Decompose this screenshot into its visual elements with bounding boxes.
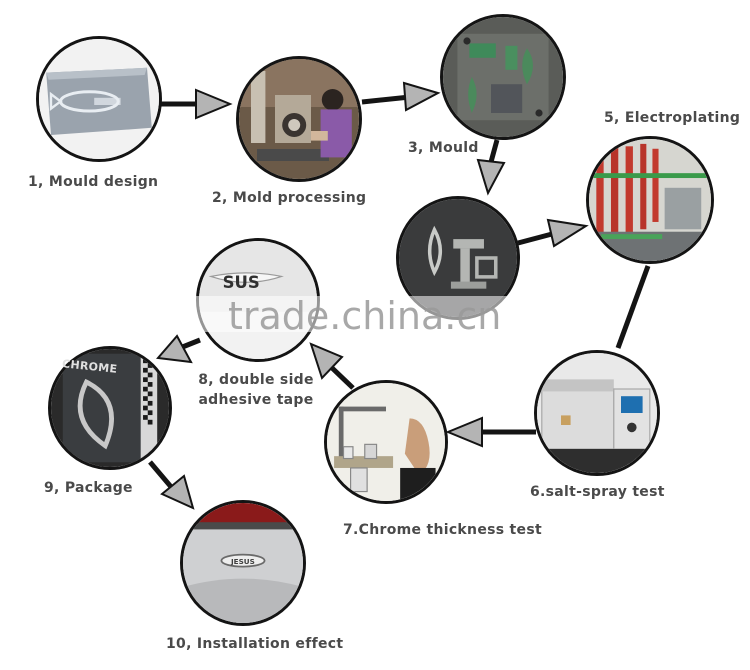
connector-4-5: [517, 231, 553, 246]
connector-5-6: [615, 265, 651, 349]
arrowhead-2-3: [402, 81, 441, 112]
svg-text:SUS: SUS: [223, 273, 260, 292]
step-8-label: 8, double side adhesive tape: [192, 370, 320, 410]
connectors: [148, 81, 651, 510]
step-2-label: 2, Mold processing: [212, 190, 367, 206]
step-3-label: 3, Mould: [408, 140, 479, 156]
step-1-label: 1, Mould design: [28, 174, 159, 190]
connector-7-8: [328, 364, 355, 390]
step-2-photo: [236, 56, 362, 182]
step-7-label: 7.Chrome thickness test: [343, 522, 542, 538]
step-8-label-line-1: 8, double side: [198, 372, 314, 388]
watermark-text: trade.china.cn: [228, 294, 502, 338]
arrowhead-9-10: [160, 474, 195, 510]
step-6-photo: [534, 350, 660, 476]
step-6-label: 6.salt-spray test: [530, 484, 665, 500]
step-5-photo: [586, 136, 714, 264]
arrowhead-8-9: [156, 334, 193, 364]
step-5-label: 5, Electroplating: [604, 110, 741, 126]
step-9-photo: [48, 346, 172, 470]
emblem-text: JESUS: [230, 557, 255, 566]
step-7-photo: [324, 380, 448, 504]
arrowhead-4-5: [546, 218, 589, 248]
arrowhead-6-7: [445, 416, 483, 448]
watermark-band: [170, 296, 510, 332]
arrowhead-1-2: [195, 88, 233, 120]
connector-3-4: [488, 139, 500, 163]
connector-2-3: [361, 94, 411, 105]
step-9-label: 9, Package: [44, 480, 133, 496]
step-8-label-line-2: adhesive tape: [198, 392, 314, 408]
step-3-photo: [440, 14, 566, 140]
connector-9-10: [148, 460, 174, 490]
arrowhead-7-8: [309, 342, 344, 380]
step-10-label: 10, Installation effect: [166, 636, 344, 652]
arrowhead-3-4: [476, 158, 506, 196]
step-10-photo: JESUS: [180, 500, 306, 626]
step-1-photo: [36, 36, 162, 162]
